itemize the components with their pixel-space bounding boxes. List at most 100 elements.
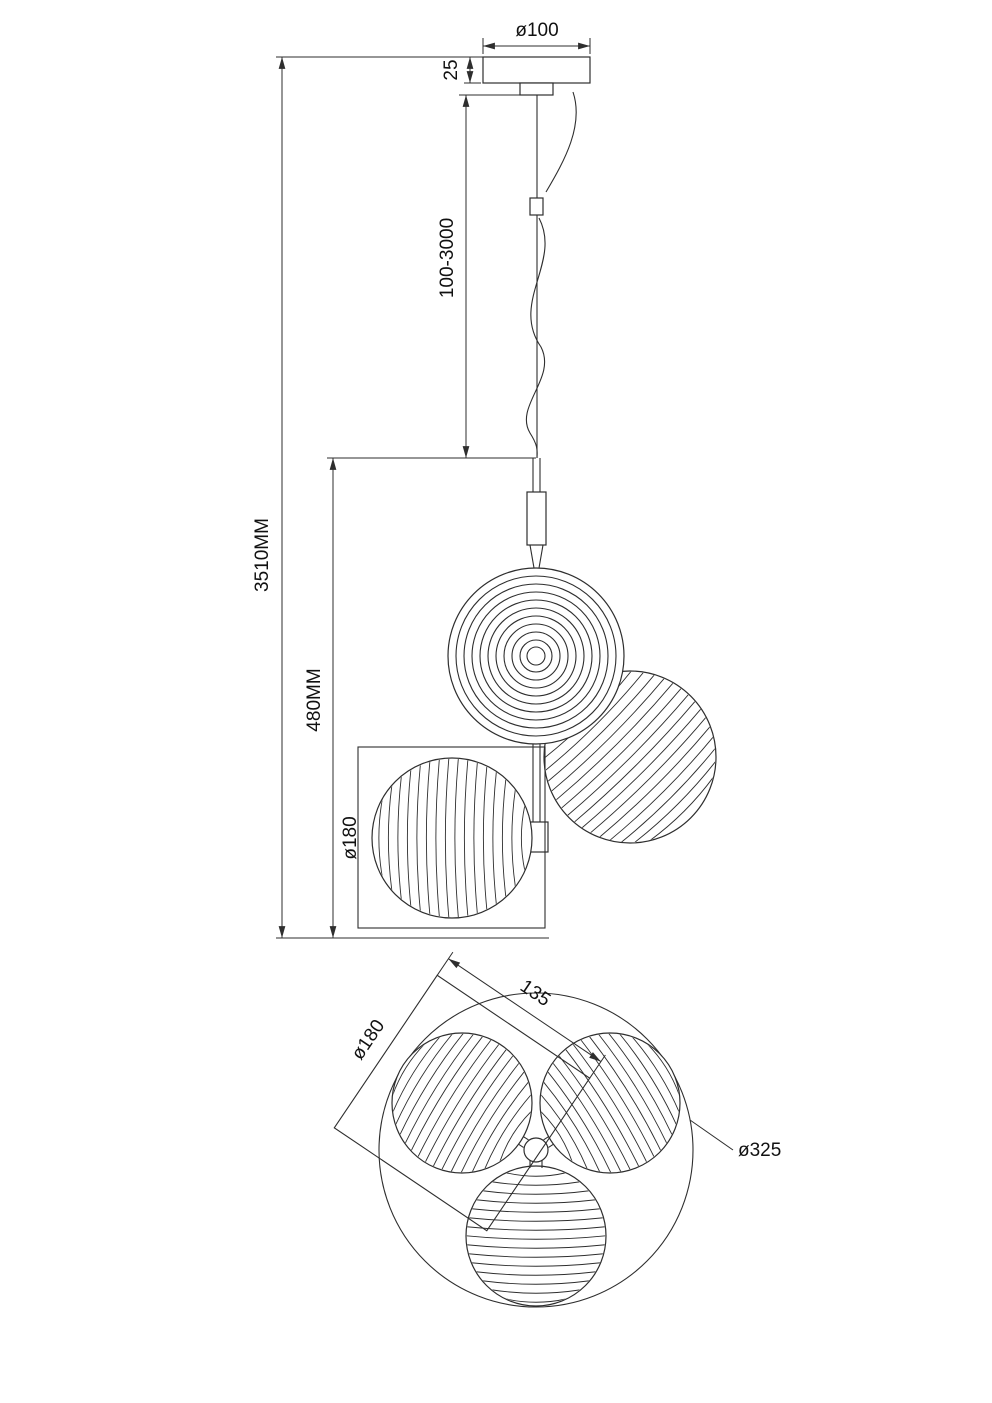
- rib-line: [416, 764, 421, 912]
- rib-line: [463, 759, 469, 917]
- rib-line: [599, 726, 711, 838]
- rib-line: [392, 1043, 426, 1097]
- rib-line: [450, 1062, 520, 1173]
- rib-line: [581, 708, 702, 829]
- overall-diameter-dimension: ø325: [689, 1119, 781, 1161]
- rib-line: [425, 761, 431, 915]
- rib-line: [406, 769, 412, 907]
- rib-line: [547, 674, 655, 782]
- shade-sphere-front: [447, 567, 625, 745]
- shade-offset-label: 135: [516, 976, 554, 1011]
- rib-line: [547, 1071, 612, 1173]
- leader-line: [689, 1119, 734, 1151]
- rib-line: [387, 785, 393, 891]
- shade-ring: [463, 583, 609, 729]
- rib-line: [499, 1110, 532, 1163]
- rib-line: [560, 687, 682, 809]
- rib-line: [609, 736, 714, 841]
- shade-outline: [539, 1032, 681, 1174]
- rib-line: [492, 771, 497, 905]
- stem-socket: [526, 491, 547, 546]
- rib-line: [454, 758, 459, 918]
- rib-line: [649, 776, 715, 842]
- shade-ring: [455, 575, 617, 737]
- rib-line: [552, 1062, 622, 1173]
- suspension-range-label: 100-3000: [437, 218, 458, 298]
- rib-line: [435, 758, 440, 918]
- rib-line: [444, 758, 450, 918]
- shade-sphere-left: [371, 757, 533, 919]
- canopy-height-label: 25: [441, 59, 462, 80]
- bottom-view: ø180 135 ø325: [333, 951, 781, 1308]
- total-height-dimension: 3510MM: [252, 56, 549, 939]
- rib-line: [475, 1271, 597, 1276]
- rib-line: [491, 1289, 581, 1294]
- rib-line: [441, 1055, 514, 1171]
- detail-box: [357, 746, 546, 929]
- rib-line: [540, 1093, 588, 1170]
- rib-line: [466, 1235, 606, 1240]
- rib-line: [573, 700, 696, 823]
- canopy-plate: [482, 56, 591, 84]
- power-cord: [545, 91, 577, 193]
- rib-line: [473, 762, 478, 914]
- dimension-line: [448, 958, 602, 1063]
- rib-line: [520, 804, 526, 872]
- bottom-view-shade-bottom: [465, 1165, 607, 1307]
- rib-line: [555, 682, 674, 801]
- rib-line: [468, 1217, 604, 1222]
- shade-diameter-bottom-label: ø180: [348, 1016, 390, 1064]
- rib-line: [476, 1199, 596, 1204]
- rib-line: [631, 1036, 680, 1113]
- rib-line: [589, 716, 707, 834]
- rib-line: [378, 798, 383, 878]
- total-height-label: 3510MM: [252, 518, 273, 592]
- shade-outline: [391, 1032, 533, 1174]
- shade-ring: [519, 639, 553, 673]
- rib-line: [491, 1181, 581, 1186]
- rib-line: [550, 677, 665, 792]
- rib-line: [505, 1172, 567, 1177]
- rib-line: [471, 1208, 601, 1213]
- shade-diameter-side-label: ø180: [340, 816, 361, 859]
- rib-line: [392, 1036, 441, 1113]
- rib-line: [501, 778, 507, 898]
- hub-arm: [523, 1136, 529, 1141]
- rib-line: [633, 760, 716, 843]
- rib-line: [484, 1093, 532, 1170]
- rib-line: [468, 1253, 604, 1258]
- shade-ring: [511, 631, 561, 681]
- rib-line: [482, 765, 488, 911]
- rib-line: [397, 776, 402, 900]
- rib-line: [619, 1033, 677, 1126]
- canopy-height-dimension: 25: [441, 56, 481, 84]
- extension-line: [436, 951, 454, 976]
- rib-line: [620, 747, 716, 843]
- hub-circle: [523, 1137, 549, 1163]
- shade-outline: [465, 1165, 607, 1307]
- body-height-dimension: 480MM: [304, 457, 536, 938]
- rib-line: [558, 1055, 631, 1171]
- hub-arm: [543, 1136, 549, 1141]
- shade-outline: [447, 567, 625, 745]
- extension-line: [589, 1054, 606, 1079]
- shade-ring: [471, 591, 601, 721]
- rib-line: [471, 1081, 530, 1173]
- power-cord: [525, 217, 546, 459]
- side-view: 3510MM 480MM ø100 25: [252, 20, 717, 939]
- shade-ring: [526, 646, 546, 666]
- shade-ring: [487, 607, 585, 705]
- socket-taper: [529, 544, 535, 569]
- cable-connector: [529, 197, 544, 216]
- rib-line: [646, 1043, 680, 1097]
- rib-line: [395, 1033, 453, 1126]
- hub-arm: [518, 1143, 524, 1148]
- canopy-diameter-dimension: ø100: [482, 20, 591, 54]
- rib-line: [608, 1033, 673, 1136]
- rib-line: [466, 1244, 606, 1249]
- rib-line: [471, 1262, 601, 1267]
- overall-diameter-label: ø325: [738, 1140, 781, 1161]
- canopy-diameter-label: ø100: [515, 20, 558, 41]
